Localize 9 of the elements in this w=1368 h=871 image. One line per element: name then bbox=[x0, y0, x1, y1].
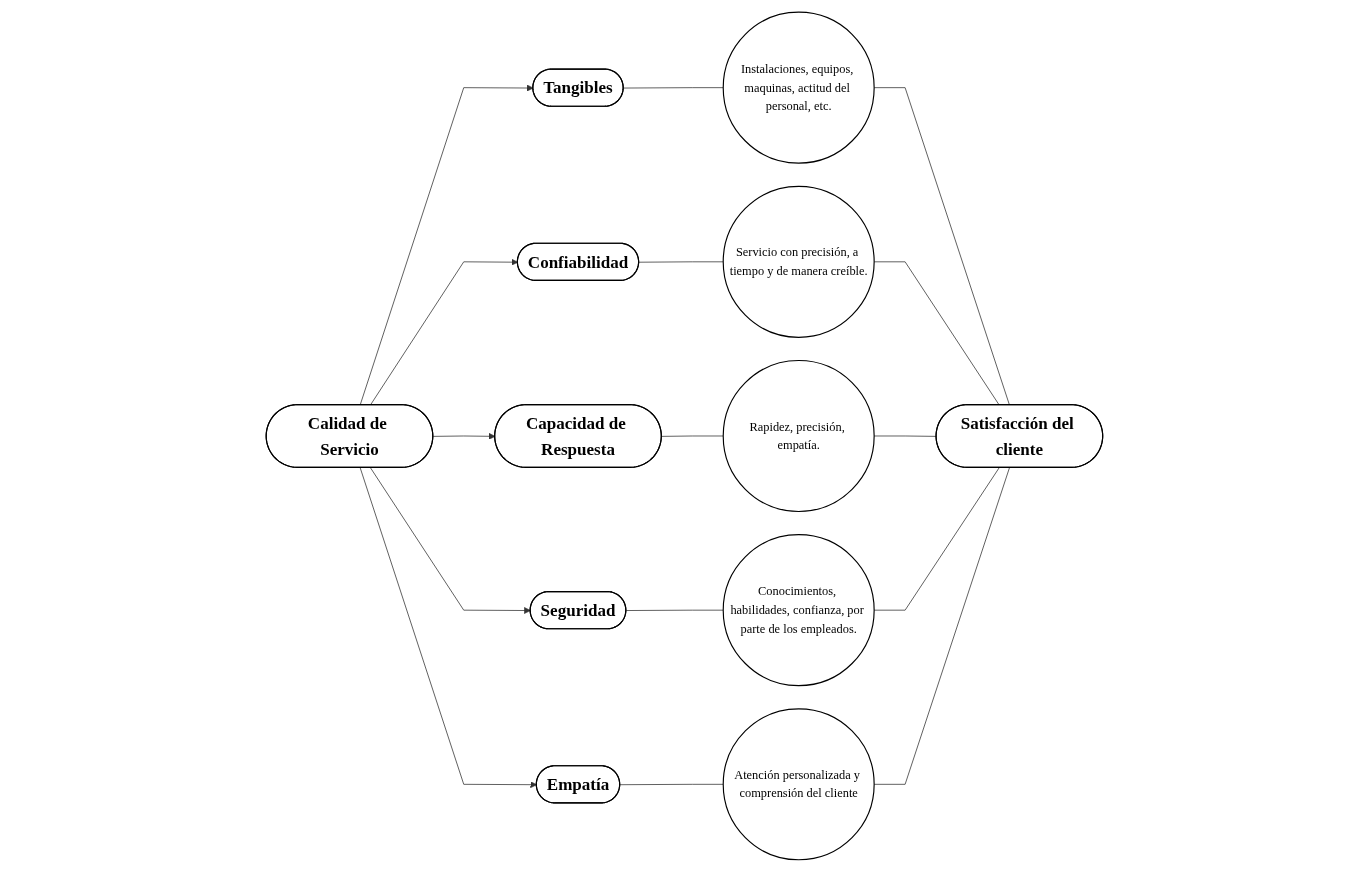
node-circle: Rapidez, precisión, empatía. bbox=[722, 359, 875, 512]
node-circle: Servicio con precisión, a tiempo y de manera creíble. bbox=[722, 185, 875, 338]
connector bbox=[873, 466, 1000, 611]
connector bbox=[873, 466, 1010, 785]
node-circle: Atención personalizada y comprensión del cliente bbox=[722, 707, 875, 860]
node-circle: Conocimientos, habilidades, confianza, por parte de los empleados. bbox=[722, 533, 875, 686]
node-circle: Instalaciones, equipos, maquinas, actitud del personal, etc. bbox=[722, 11, 875, 164]
connector bbox=[873, 86, 1010, 405]
connector bbox=[873, 260, 1000, 405]
